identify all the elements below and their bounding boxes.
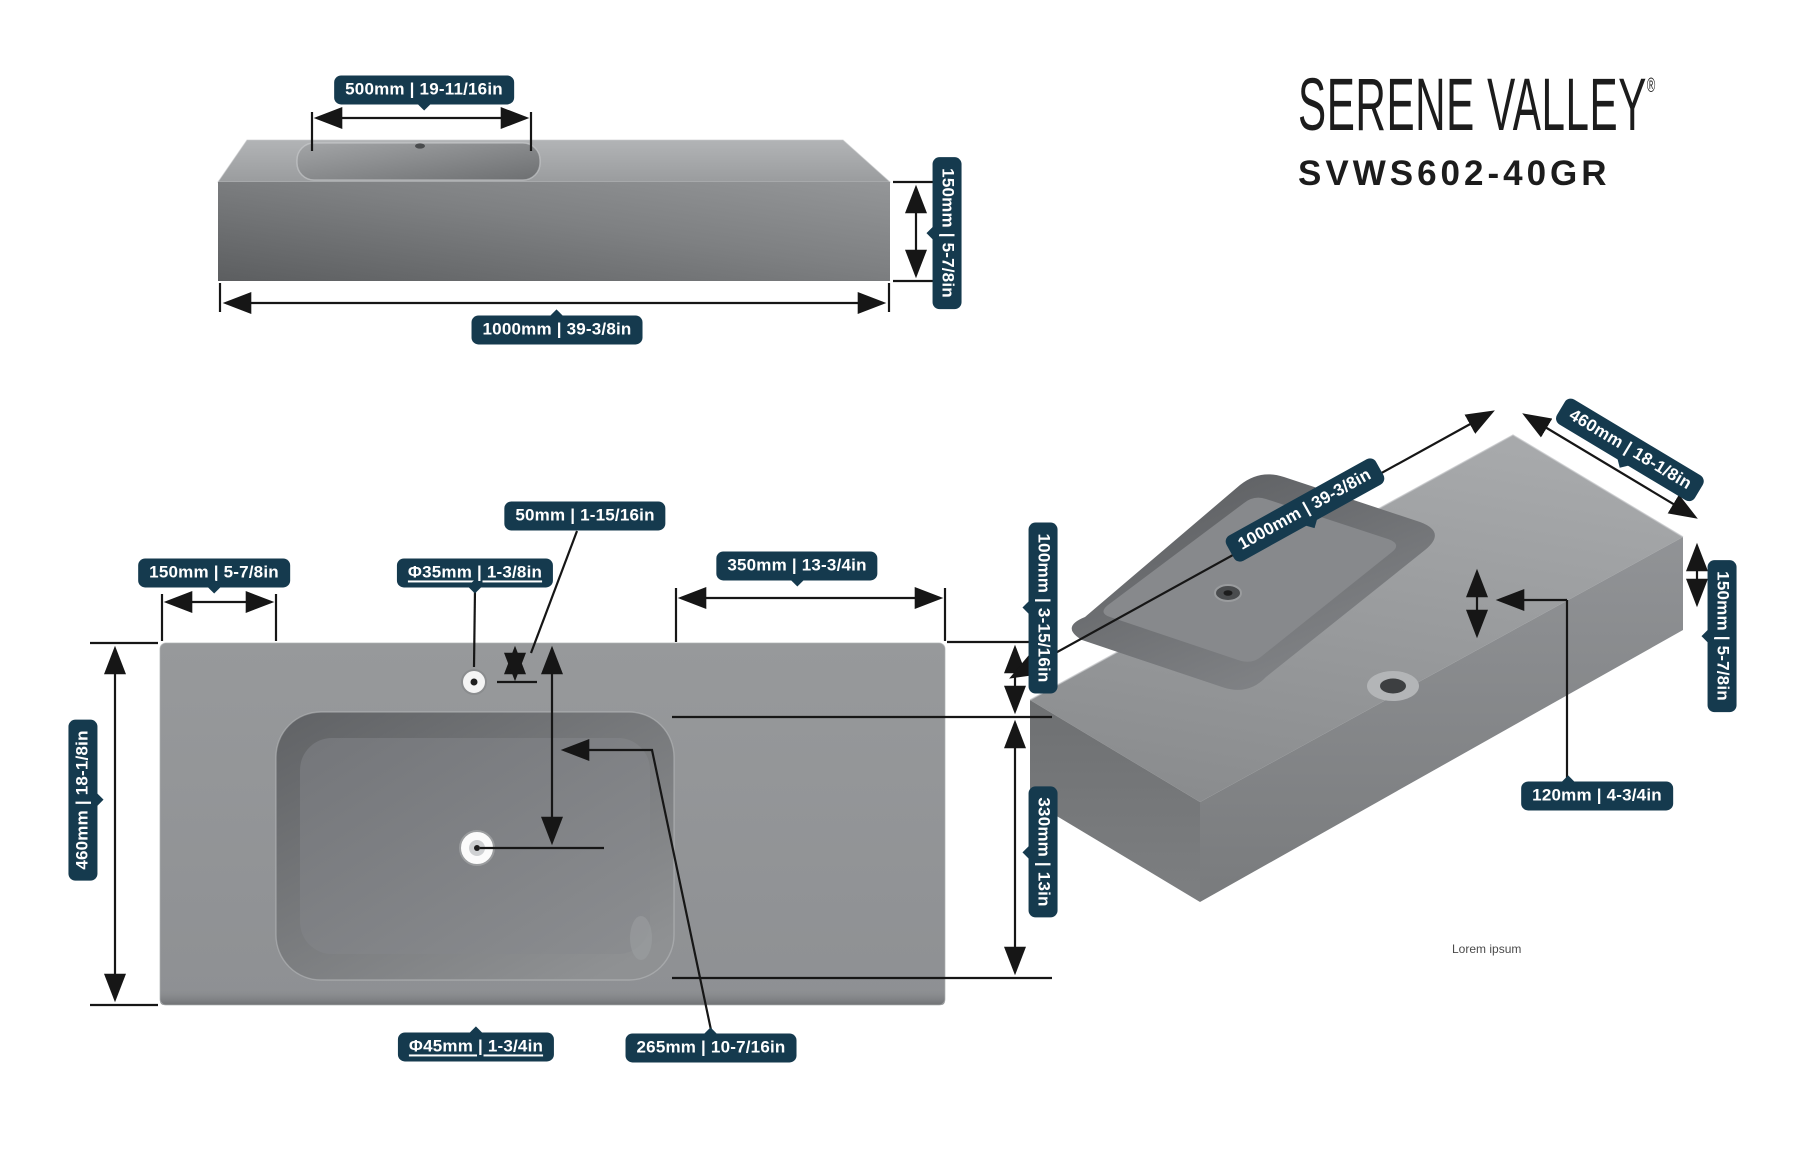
dim-plan-faucet-offset: 50mm | 1-15/16in — [504, 501, 666, 531]
footnote-text: Lorem ipsum — [1452, 942, 1522, 956]
model-number: SVWS602-40GR — [1298, 154, 1611, 193]
dim-plan-back-to-basin: 100mm | 3-15/16in — [1028, 522, 1058, 694]
dim-plan-basin-front-back: 330mm | 13in — [1028, 786, 1058, 918]
dim-front-height: 150mm | 5-7/8in — [932, 157, 962, 309]
brand-logo: SERENE VALLEY® — [1298, 68, 1656, 142]
dim-plan-total-depth: 460mm | 18-1/8in — [68, 719, 98, 881]
dim-front-basin-width: 500mm | 19-11/16in — [334, 75, 514, 105]
registered-mark: ® — [1646, 75, 1656, 97]
isometric-view — [1029, 434, 1684, 902]
brand-block: SERENE VALLEY® SVWS602-40GR — [1298, 68, 1800, 194]
dim-front-total-width: 1000mm | 39-3/8in — [471, 315, 643, 345]
dim-plan-faucet-hole-diameter: Φ35mm | 1-3/8in — [396, 558, 554, 588]
front-view — [217, 139, 892, 281]
dim-plan-drain-diameter: Φ45mm | 1-3/4in — [397, 1032, 555, 1062]
dim-plan-back-to-drain: 265mm | 10-7/16in — [625, 1033, 797, 1063]
dim-iso-height: 150mm | 5-7/8in — [1707, 560, 1737, 712]
plan-view — [159, 642, 946, 1006]
brand-name: SERENE VALLEY — [1298, 63, 1647, 146]
dim-iso-basin-depth: 120mm | 4-3/4in — [1521, 781, 1673, 811]
dim-plan-counter-right: 350mm | 13-3/4in — [716, 551, 878, 581]
dim-plan-left-to-basin: 150mm | 5-7/8in — [138, 558, 290, 588]
